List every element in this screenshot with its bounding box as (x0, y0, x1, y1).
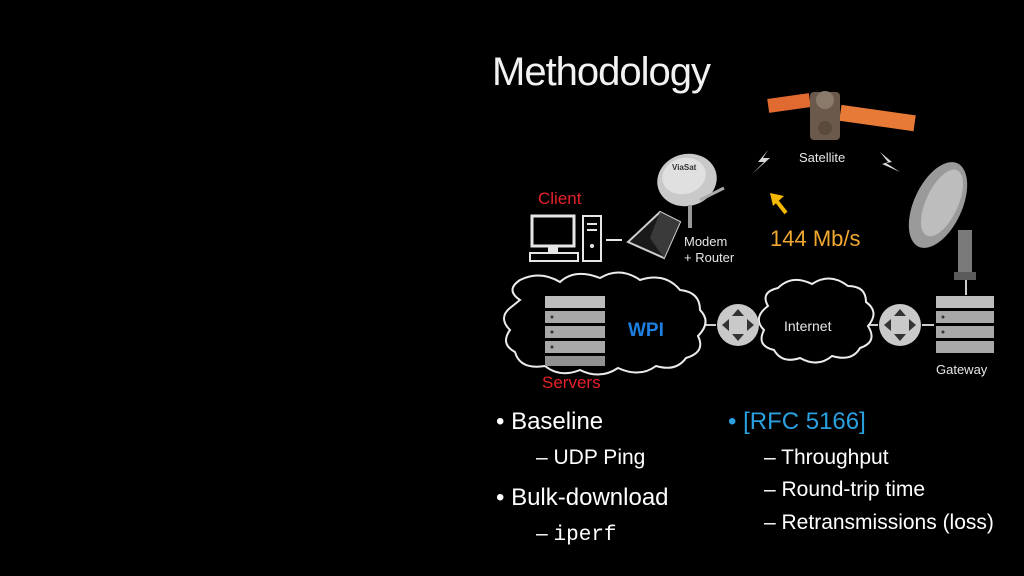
rate-label: 144 Mb/s (770, 226, 861, 251)
router-icon (717, 304, 759, 346)
list-subitem-label: iperf (553, 524, 617, 547)
bullet-dot: • (496, 484, 512, 511)
satellite-icon (767, 91, 916, 140)
internet-cloud (757, 277, 875, 364)
client-label: Client (538, 189, 582, 208)
gateway-label: Gateway (936, 362, 988, 377)
router-icon (879, 304, 921, 346)
client-dish-icon (657, 153, 725, 228)
modem-label-line2: + Router (684, 250, 735, 265)
modem-label-line1: Modem (684, 234, 727, 249)
list-subitem: – iperf (536, 522, 617, 547)
client-computer-icon (529, 214, 602, 262)
rate-arrow-icon (770, 193, 788, 215)
signal-left-icon (752, 150, 770, 174)
modem-icon (626, 210, 682, 260)
wpi-label: WPI (628, 320, 664, 341)
dash-marker: – (536, 446, 554, 469)
dish-brand: ViaSat (672, 163, 697, 172)
gateway-server-icon (936, 296, 994, 353)
list-subitem: – Throughput (764, 446, 889, 470)
gateway-dish-icon (908, 162, 976, 280)
list-item-label: Bulk-download (511, 484, 669, 511)
list-item-label: Baseline (511, 408, 604, 435)
dash-marker: – (764, 478, 782, 501)
internet-label: Internet (784, 318, 832, 334)
list-item: • [RFC 5166] (728, 408, 866, 436)
page-title: Methodology (492, 50, 711, 94)
bullet-dot: • (496, 408, 512, 435)
list-subitem: – Round-trip time (764, 478, 925, 502)
list-subitem-label: UDP Ping (553, 446, 646, 469)
servers-label: Servers (542, 373, 601, 392)
list-subitem-label: Throughput (781, 446, 889, 469)
list-subitem: – Retransmissions (loss) (764, 511, 994, 535)
dash-marker: – (764, 446, 782, 469)
list-item-label: [RFC 5166] (743, 408, 866, 435)
list-subitem: – UDP Ping (536, 446, 645, 470)
list-subitem-label: Retransmissions (loss) (781, 511, 994, 534)
signal-right-icon (880, 152, 900, 172)
list-subitem-label: Round-trip time (781, 478, 926, 501)
bullet-dot: • (728, 408, 744, 435)
dash-marker: – (536, 522, 554, 545)
list-item: • Bulk-download (496, 484, 669, 512)
dash-marker: – (764, 511, 782, 534)
wpi-server-icon (545, 296, 605, 366)
satellite-label: Satellite (799, 150, 845, 165)
list-item: • Baseline (496, 408, 603, 436)
